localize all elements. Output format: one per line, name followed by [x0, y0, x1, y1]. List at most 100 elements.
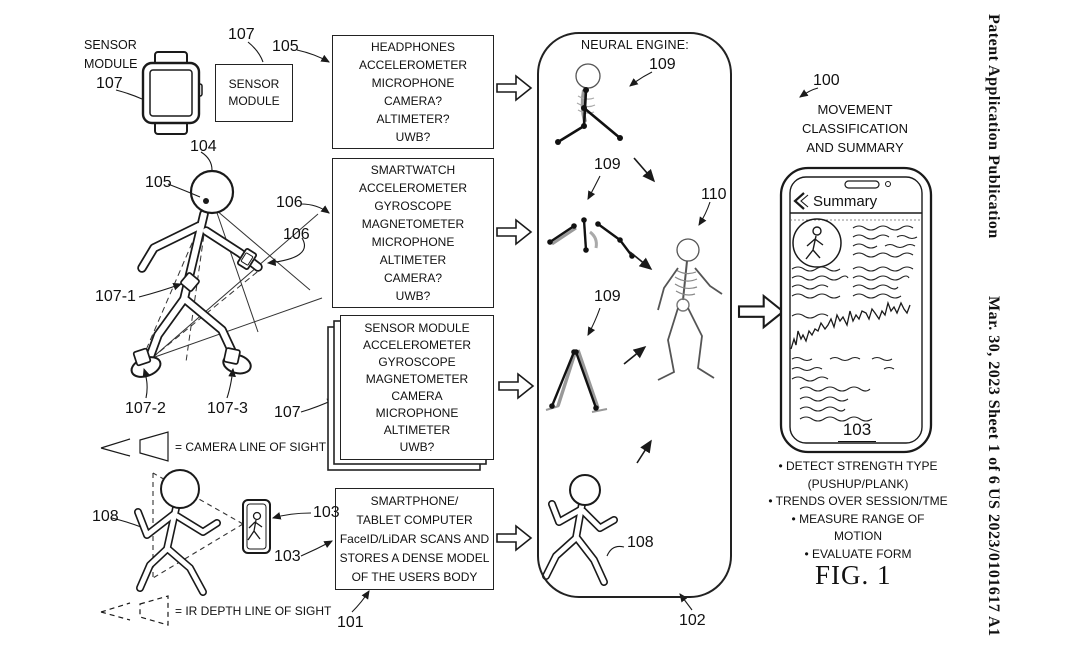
- heading-line: MOVEMENT: [817, 102, 893, 117]
- bullet-line: • DETECT STRENGTH TYPE: [778, 459, 938, 473]
- heading-line: CLASSIFICATION: [802, 121, 908, 136]
- walking-user-figure: [130, 169, 323, 378]
- ref-101: 101: [337, 614, 364, 631]
- box-line: UWB?: [395, 289, 431, 303]
- activity-ring: [792, 218, 842, 268]
- engine-internal-arrows: [623, 157, 656, 464]
- ref-107-module: 107: [228, 26, 255, 43]
- box-line: UWB?: [399, 439, 435, 454]
- camera-dot: [885, 181, 891, 187]
- camera-frustum-lines: [151, 209, 323, 359]
- ref-100: 100: [813, 72, 840, 89]
- box-line: ALTIMETER: [383, 422, 451, 437]
- body-outline-core: [139, 211, 261, 365]
- body-sensor-modules: [132, 272, 241, 367]
- feature-bullets: • DETECT STRENGTH TYPE (PUSHUP/PLANK) • …: [768, 458, 948, 563]
- back-chevron-icon[interactable]: [793, 192, 809, 210]
- ref-108-left: 108: [92, 508, 119, 525]
- box-line: HEADPHONES: [370, 40, 456, 54]
- scanned-person-head: [160, 469, 200, 509]
- full-skeleton-figure: [657, 238, 723, 381]
- ref-105-box: 105: [272, 38, 299, 55]
- leader-108-left: [111, 517, 142, 528]
- summary-phone: [779, 166, 933, 454]
- watch-caption-line1: SENSOR: [84, 38, 137, 52]
- box-line: FaceID/LiDAR SCANS AND: [339, 531, 490, 546]
- earbud-sensor-icon: [203, 198, 209, 204]
- box-line: GYROSCOPE: [374, 199, 452, 213]
- sensor-module-mini-box: SENSOR MODULE: [215, 64, 293, 122]
- leader-102: [679, 593, 693, 611]
- neural-engine-panel: [537, 32, 732, 598]
- camera-legend-label: = CAMERA LINE OF SIGHT: [175, 440, 327, 454]
- box-line: MICROPHONE: [371, 235, 455, 249]
- box-line: ACCELEROMETER: [362, 337, 472, 352]
- ref-104: 104: [190, 138, 217, 155]
- ref-107-watch: 107: [96, 75, 123, 92]
- margin-doc-number-label: US 2023/0101617 A1: [985, 488, 1002, 637]
- box-line: ACCELEROMETER: [358, 58, 468, 72]
- summary-heading: MOVEMENT CLASSIFICATION AND SUMMARY: [790, 100, 920, 157]
- ref-102: 102: [679, 612, 706, 629]
- ref-103-screen: 103: [838, 420, 876, 442]
- scanned-person-core: [135, 505, 220, 595]
- ir-legend-label: = IR DEPTH LINE OF SIGHT: [175, 604, 332, 618]
- sensor-module-box: SENSOR MODULE ACCELEROMETER GYROSCOPE MA…: [340, 315, 494, 460]
- leader-107-watch: [115, 89, 143, 100]
- figure-number-label: FIG. 1: [815, 560, 892, 590]
- ref-106-wrist: 106: [283, 226, 310, 243]
- walker-head: [569, 474, 601, 506]
- ref-103-box: 103: [274, 548, 301, 565]
- box-line: MICROPHONE: [375, 405, 459, 420]
- engine-label-leaders: [587, 71, 711, 557]
- bullet-line: • EVALUATE FORM: [804, 546, 912, 561]
- smartwatch-drawing: [141, 51, 203, 135]
- ref-107-1: 107-1: [95, 288, 136, 305]
- phone-screen-person-icon: [247, 511, 263, 541]
- arrow-headphones-to-engine: [496, 74, 533, 102]
- bullet-line: (PUSHUP/PLANK): [807, 476, 909, 491]
- ref-107-2: 107-2: [125, 400, 166, 417]
- box-line: MAGNETOMETER: [365, 371, 469, 386]
- leader-100: [799, 87, 819, 98]
- box-line: STORES A DENSE MODEL: [339, 550, 490, 565]
- box-line: CAMERA?: [383, 271, 442, 285]
- box-line: MAGNETOMETER: [361, 217, 465, 231]
- skeleton-pose-sprite-1: [555, 63, 623, 145]
- box-line: ALTIMETER?: [376, 112, 450, 126]
- box-line: CAMERA?: [383, 94, 442, 108]
- box-line: SMARTPHONE/: [370, 493, 459, 508]
- module-box-line2: MODULE: [228, 94, 280, 108]
- head: [189, 169, 235, 215]
- ref-107-3: 107-3: [207, 400, 248, 417]
- box-line: GYROSCOPE: [378, 354, 456, 369]
- leader-101: [351, 590, 370, 613]
- box-line: UWB?: [395, 130, 431, 144]
- box-line: ACCELEROMETER: [358, 181, 468, 195]
- box-line: MICROPHONE: [371, 76, 455, 90]
- phone-header-title[interactable]: Summary: [813, 193, 878, 210]
- ir-depth-line-of-sight-icon: [100, 595, 169, 626]
- box-line: ALTIMETER: [379, 253, 447, 267]
- scanning-phone-icon: [242, 499, 271, 554]
- arrow-module-to-engine: [498, 372, 535, 400]
- flow-arrows: [496, 74, 785, 552]
- margin-date-sheet-label: Mar. 30, 2023 Sheet 1 of 6: [985, 296, 1002, 485]
- camera-line-of-sight-icon: [100, 431, 169, 462]
- speaker-slot: [844, 180, 880, 189]
- leader-107-module-box: [247, 41, 264, 63]
- arrow-smartwatch-to-engine: [496, 218, 533, 246]
- box-line: OF THE USERS BODY: [351, 569, 478, 584]
- watch-caption-line2: MODULE: [84, 57, 138, 71]
- box-line: TABLET COMPUTER: [356, 512, 473, 527]
- box-line: SENSOR MODULE: [364, 320, 470, 335]
- smartwatch-box: SMARTWATCH ACCELEROMETER GYROSCOPE MAGNE…: [332, 158, 494, 308]
- leader-103-box: [300, 540, 333, 557]
- box-line: SMARTWATCH: [370, 163, 456, 177]
- trend-chart-line: [790, 300, 911, 350]
- ref-103-phone: 103: [313, 504, 340, 521]
- smartphone-box: SMARTPHONE/ TABLET COMPUTER FaceID/LiDAR…: [335, 488, 494, 590]
- ref-109-a: 109: [649, 56, 676, 73]
- heading-line: AND SUMMARY: [806, 140, 904, 155]
